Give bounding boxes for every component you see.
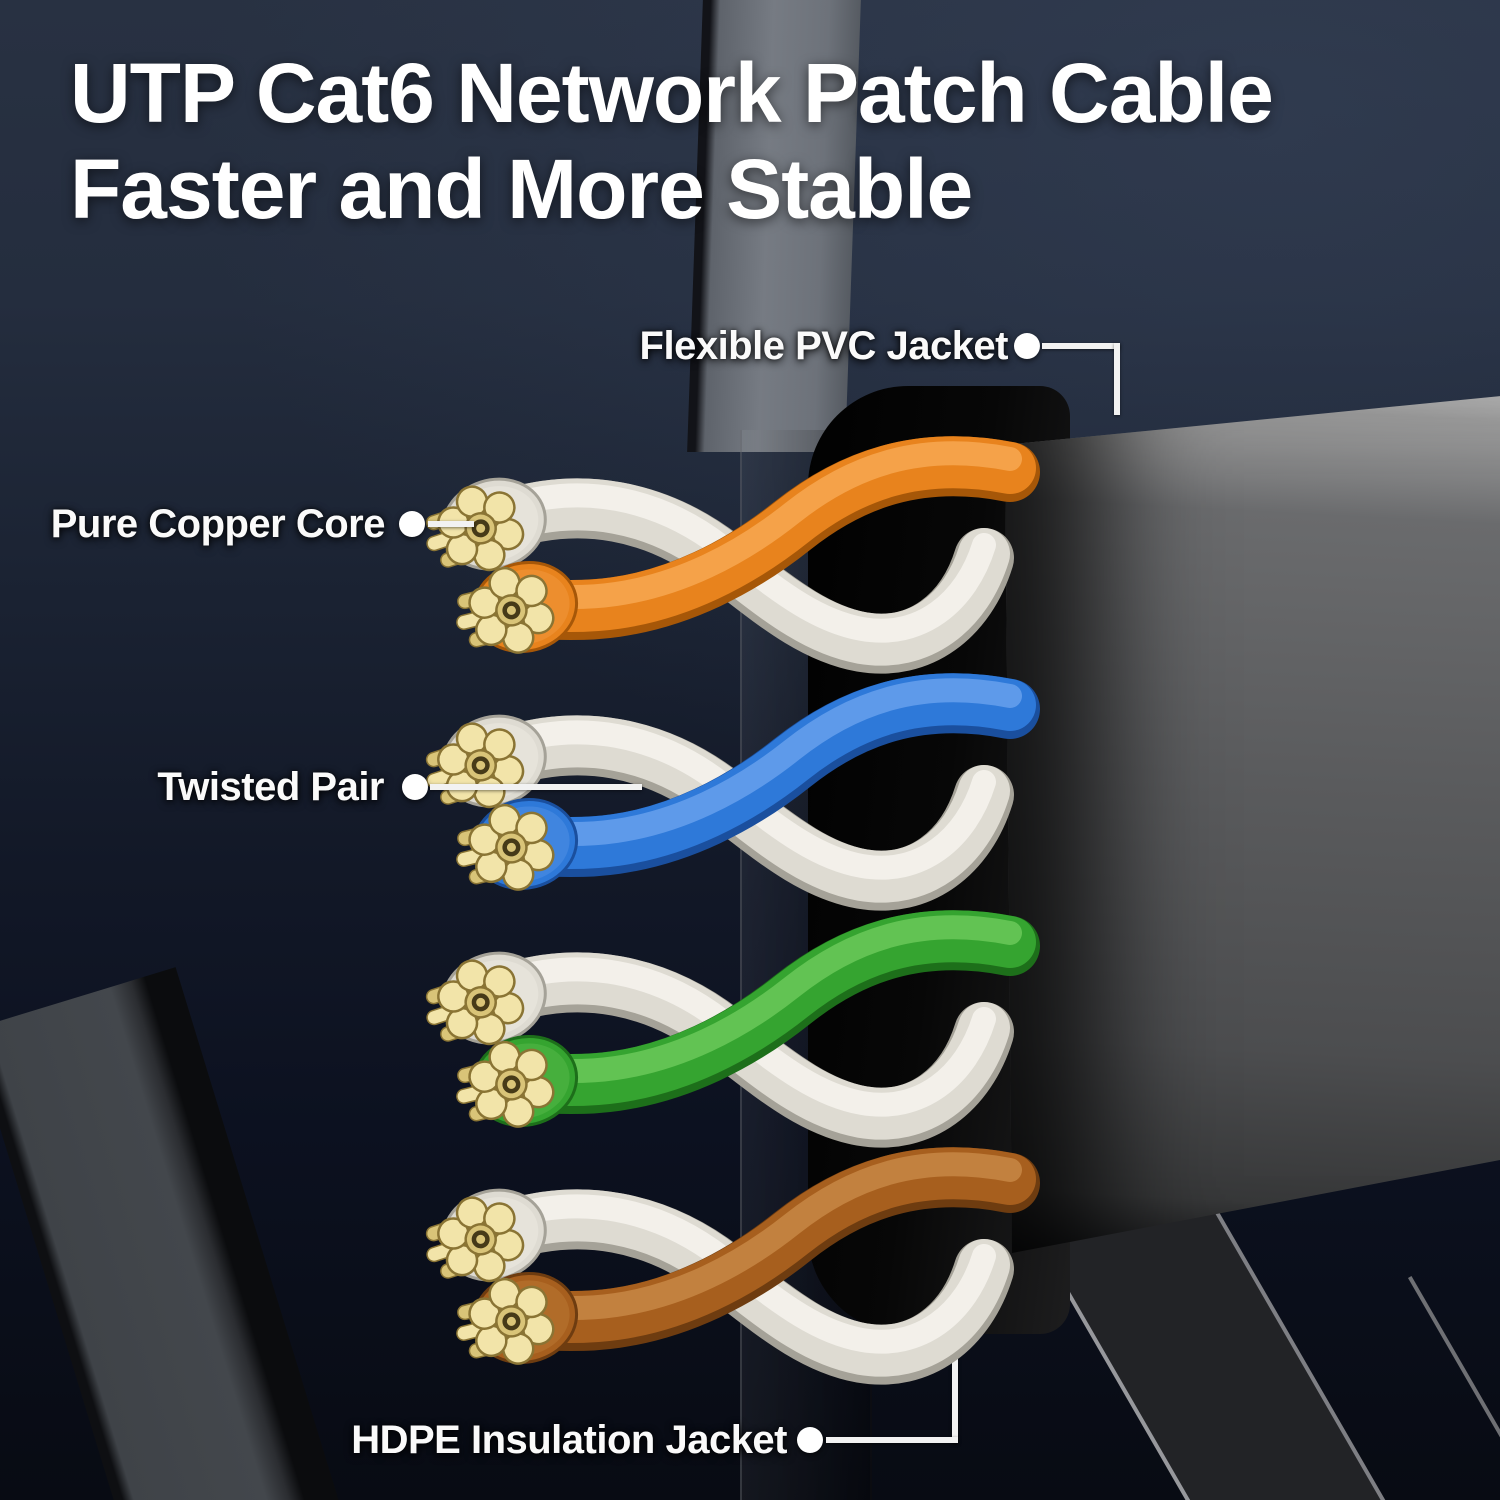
callout-dot-pvc	[1014, 333, 1040, 359]
wire-cut-end	[425, 951, 547, 1046]
copper-core-center	[476, 1234, 486, 1244]
wire-cut-end	[425, 477, 547, 572]
copper-strand-icon	[515, 1285, 548, 1319]
twisted-pair-blue-white	[425, 673, 1040, 911]
page-title: UTP Cat6 Network Patch Cable Faster and …	[70, 45, 1274, 237]
copper-strand-icon	[483, 491, 516, 524]
cable-body	[1005, 396, 1500, 1254]
copper-strand-icon	[468, 586, 501, 619]
copper-core-bundle-icon	[425, 485, 525, 572]
copper-strand-icon	[515, 1048, 548, 1082]
callout-dot-twisted	[402, 774, 428, 800]
callout-line-twisted	[430, 784, 642, 790]
copper-strand-icon	[468, 1060, 501, 1093]
twisted-pair-brown-white	[425, 1147, 1040, 1385]
callout-line-pvc-v	[1114, 343, 1120, 415]
copper-strand-icon	[437, 980, 470, 1013]
copper-strand-icon	[437, 1217, 470, 1250]
copper-strand-icon	[437, 743, 470, 776]
wire-cut-end	[456, 560, 579, 654]
label-copper-core: Pure Copper Core	[50, 502, 386, 546]
copper-core-bundle-icon	[456, 566, 555, 654]
label-pvc-jacket: Flexible PVC Jacket	[639, 324, 1009, 368]
twisted-pair-green-white	[425, 910, 1040, 1148]
callout-dot-copper	[399, 511, 425, 537]
copper-strand-icon	[468, 1297, 501, 1330]
twisted-pair-orange-white	[425, 436, 1040, 674]
copper-strand-icon	[483, 1202, 516, 1235]
callout-line-pvc-h	[1042, 343, 1120, 349]
copper-core-center	[506, 1316, 516, 1326]
copper-core-center	[476, 760, 486, 770]
copper-core-bundle-icon	[425, 1196, 525, 1283]
wire-cut-end	[425, 714, 547, 809]
copper-core-bundle-icon	[456, 1277, 555, 1365]
copper-core-bundle-icon	[425, 959, 525, 1046]
copper-core-center	[506, 842, 516, 852]
copper-core-center	[476, 997, 486, 1007]
wire-cut-end	[456, 1271, 579, 1365]
wire-cut-end	[456, 1034, 579, 1128]
label-twisted-pair: Twisted Pair	[157, 765, 384, 809]
title-line-2: Faster and More Stable	[70, 142, 973, 236]
wire-cut-end	[456, 797, 579, 891]
copper-strand-icon	[483, 965, 516, 998]
copper-strand-icon	[515, 811, 548, 845]
copper-core-bundle-icon	[456, 803, 555, 891]
copper-core-center	[476, 523, 486, 533]
callout-dot-hdpe	[797, 1427, 823, 1453]
copper-strand-icon	[515, 574, 548, 608]
copper-core-bundle-icon	[456, 1040, 555, 1128]
callout-line-hdpe-h	[826, 1437, 958, 1443]
copper-strand-icon	[468, 823, 501, 856]
title-line-1: UTP Cat6 Network Patch Cable	[70, 46, 1274, 140]
copper-core-center	[506, 1079, 516, 1089]
label-hdpe-jacket: HDPE Insulation Jacket	[351, 1418, 787, 1462]
wire-cut-end	[425, 1188, 547, 1283]
copper-strand-icon	[483, 728, 516, 761]
callout-line-copper	[428, 521, 474, 527]
copper-core-center	[506, 605, 516, 615]
